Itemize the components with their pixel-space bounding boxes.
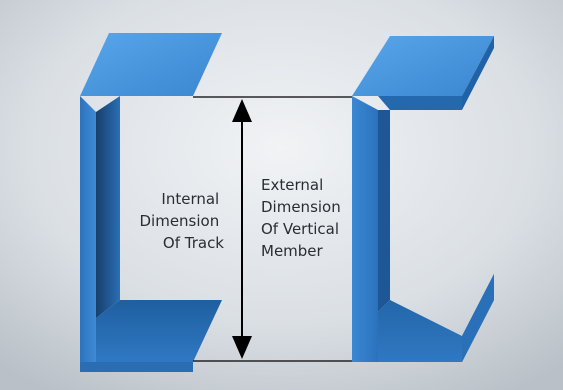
track-top-flange — [80, 33, 222, 96]
member-inner-face — [378, 110, 390, 312]
external-label-line-1: External — [261, 176, 323, 194]
member-bottom-flange — [352, 274, 494, 362]
external-dimension-label: External Dimension Of Vertical Member — [261, 176, 346, 260]
track-inner-face — [96, 96, 120, 318]
member-bottom-flange-lip — [462, 274, 494, 362]
arrow-head-up — [232, 99, 252, 122]
track-bottom-flange — [80, 300, 222, 362]
external-label-line-3: Of Vertical — [261, 220, 339, 238]
track-bottom-flange-edge — [80, 362, 193, 372]
member-web — [352, 96, 378, 362]
track-channel — [80, 33, 222, 372]
external-label-line-4: Member — [261, 242, 324, 260]
external-label-line-2: Dimension — [261, 198, 341, 216]
vertical-member-channel — [352, 36, 494, 362]
arrow-head-down — [232, 336, 252, 359]
track-web — [80, 96, 96, 372]
internal-label-line-3: Of Track — [163, 234, 224, 252]
internal-dimension-label: Internal Dimension Of Track — [139, 190, 224, 252]
internal-label-line-2: Dimension — [139, 212, 219, 230]
internal-label-line-1: Internal — [161, 190, 219, 208]
member-top-flange-lip — [462, 36, 494, 110]
member-top-flange — [352, 36, 494, 96]
member-top-flange-underside — [378, 96, 462, 110]
